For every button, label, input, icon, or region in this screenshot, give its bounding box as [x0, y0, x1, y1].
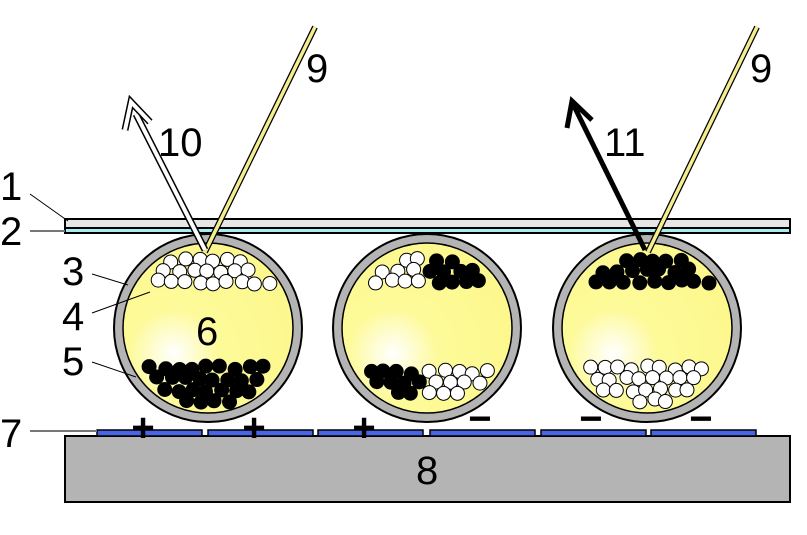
white-particle — [479, 363, 495, 379]
white-particle — [686, 370, 702, 386]
pixel-electrode — [540, 429, 647, 437]
black-particle — [227, 361, 243, 377]
white-particle — [583, 359, 599, 375]
label-1: 1 — [0, 165, 22, 209]
white-particle — [205, 276, 221, 292]
black-particle — [431, 275, 447, 291]
white-particle — [177, 274, 193, 290]
reflected-light-arrow-white — [121, 94, 209, 252]
white-particle — [218, 273, 234, 289]
white-particle — [421, 363, 437, 379]
label-10: 10 — [158, 121, 203, 165]
white-particle — [456, 374, 472, 390]
label-3: 3 — [62, 250, 84, 294]
black-particle — [402, 385, 418, 401]
white-particle — [368, 275, 384, 291]
white-particle — [651, 359, 667, 375]
black-particle — [686, 273, 702, 289]
black-particle — [249, 372, 265, 388]
black-particle — [701, 275, 717, 291]
black-particle — [444, 254, 460, 270]
black-particle — [193, 394, 209, 410]
white-particle — [410, 273, 426, 289]
white-particle — [397, 273, 413, 289]
white-particle — [163, 273, 179, 289]
black-particle — [242, 359, 258, 375]
label-9-left: 9 — [306, 47, 328, 91]
white-particle — [384, 272, 400, 288]
black-particle — [625, 263, 641, 279]
black-particle — [211, 358, 227, 374]
white-particle — [421, 385, 437, 401]
label-8: 8 — [416, 449, 438, 493]
black-particle — [164, 369, 180, 385]
transparent-cover-plate — [64, 218, 791, 229]
black-particle — [601, 274, 617, 290]
black-particle — [157, 382, 173, 398]
black-particle — [470, 273, 486, 289]
black-particle — [661, 275, 677, 291]
pixel-electrode — [317, 429, 424, 437]
white-particle — [449, 385, 465, 401]
electrode-sign: + — [352, 406, 375, 450]
microcapsules — [113, 233, 742, 423]
black-particle — [149, 369, 165, 385]
black-particle — [141, 359, 157, 375]
white-particle — [150, 272, 166, 288]
electrode-sign: + — [131, 406, 154, 450]
white-particle — [608, 382, 624, 398]
label-5: 5 — [62, 340, 84, 384]
label-6: 6 — [196, 310, 218, 354]
white-particle — [632, 394, 648, 410]
black-particle — [422, 263, 438, 279]
black-particle — [411, 374, 427, 390]
pixel-electrode — [96, 429, 203, 437]
absorbed-light-arrow-black — [564, 96, 648, 252]
transparent-electrode-layer — [64, 227, 791, 234]
black-particle — [444, 274, 460, 290]
black-particle — [615, 274, 631, 290]
pixel-electrode — [207, 429, 314, 437]
label-11: 11 — [604, 121, 646, 165]
white-particle — [472, 375, 488, 391]
white-particle — [436, 385, 452, 401]
label-4: 4 — [62, 295, 84, 339]
white-particle — [657, 394, 673, 410]
white-particle — [672, 370, 688, 386]
white-particle — [595, 382, 611, 398]
black-particle — [206, 393, 222, 409]
white-particle — [178, 251, 194, 267]
incident-light-ray-1-fill — [203, 26, 317, 253]
black-particle — [588, 274, 604, 290]
capsule-mixed-state — [332, 233, 522, 423]
black-particle — [369, 374, 385, 390]
capsule-black-state — [552, 233, 742, 423]
black-particle — [198, 358, 214, 374]
capsule-white-state — [113, 233, 303, 423]
electrodes: +++−−− — [96, 397, 757, 450]
black-particle — [255, 358, 271, 374]
black-particle — [241, 384, 257, 400]
black-particle — [647, 273, 663, 289]
black-particle — [179, 393, 195, 409]
substrate — [64, 435, 791, 503]
label-2: 2 — [0, 210, 22, 254]
pixel-electrode — [650, 429, 757, 437]
black-particle — [222, 394, 238, 410]
black-particle — [178, 369, 194, 385]
label-9-right: 9 — [750, 47, 772, 91]
white-particle — [246, 276, 262, 292]
pixel-electrode — [429, 429, 536, 437]
black-particle — [214, 382, 230, 398]
white-particle — [262, 275, 278, 291]
white-particle — [374, 264, 390, 280]
incident-light-ray-2-fill — [646, 26, 759, 253]
black-particle — [632, 275, 648, 291]
electrode-sign: + — [242, 406, 265, 450]
black-particle — [204, 372, 220, 388]
label-7: 7 — [0, 412, 22, 456]
white-particle — [679, 382, 695, 398]
leader-lines — [29, 193, 151, 432]
